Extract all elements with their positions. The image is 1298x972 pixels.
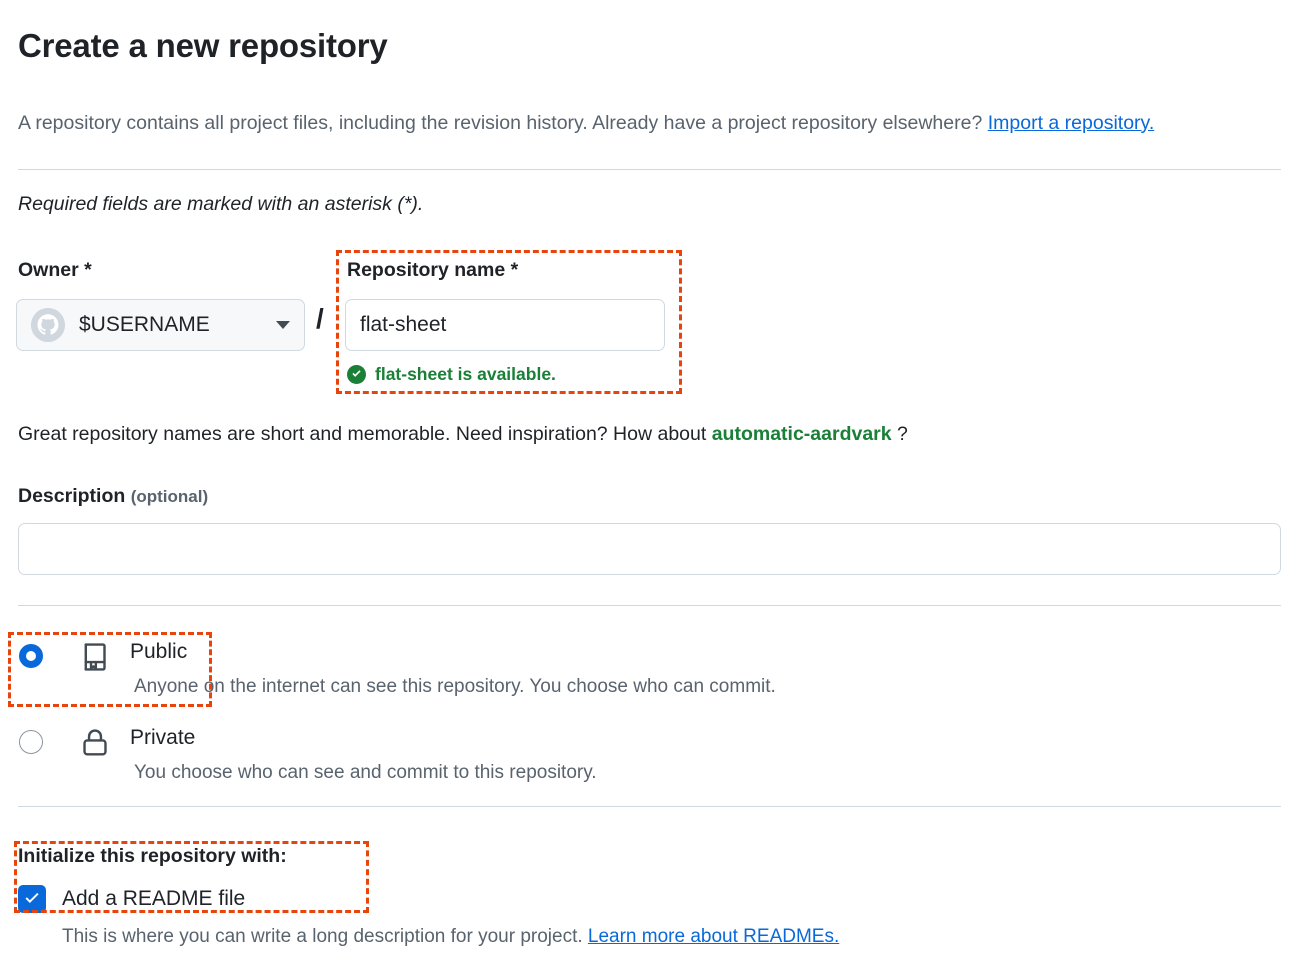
availability-message: flat-sheet is available. — [375, 364, 556, 384]
repository-name-label: Repository name * — [347, 259, 519, 281]
public-description: Anyone on the internet can see this repo… — [134, 676, 776, 697]
owner-value: $USERNAME — [79, 313, 210, 336]
divider-visibility — [18, 605, 1281, 606]
owner-dropdown[interactable]: $USERNAME — [16, 299, 305, 351]
checkbox-add-readme[interactable] — [18, 885, 46, 913]
github-octocat-avatar-icon — [31, 308, 65, 342]
suggested-repository-name[interactable]: automatic-aardvark — [711, 423, 892, 445]
intro-text: A repository contains all project files,… — [18, 111, 988, 134]
add-readme-label: Add a README file — [62, 887, 246, 910]
readme-help-text: This is where you can write a long descr… — [62, 926, 588, 947]
description-input[interactable] — [18, 523, 1281, 575]
description-label-text: Description — [18, 485, 126, 507]
description-optional-tag: (optional) — [130, 487, 209, 506]
private-title: Private — [130, 726, 196, 749]
learn-more-about-readmes-link[interactable]: Learn more about READMEs. — [587, 926, 840, 947]
required-fields-note: Required fields are marked with an aster… — [18, 193, 424, 215]
repository-name-inspiration: Great repository names are short and mem… — [18, 419, 908, 449]
page-title: Create a new repository — [18, 27, 388, 64]
radio-private[interactable] — [19, 730, 43, 754]
divider-initialize — [18, 806, 1281, 807]
check-circle-icon — [347, 365, 366, 384]
chevron-down-icon — [276, 321, 290, 329]
owner-repo-separator: / — [316, 303, 324, 334]
owner-label: Owner * — [18, 259, 92, 281]
add-readme-help: This is where you can write a long descr… — [62, 923, 839, 951]
private-description: You choose who can see and commit to thi… — [134, 762, 597, 783]
divider-top — [18, 169, 1281, 170]
repository-name-input[interactable] — [345, 299, 665, 351]
description-label: Description (optional) — [18, 483, 208, 510]
import-a-repository-link[interactable]: Import a repository. — [987, 111, 1155, 134]
add-readme-row[interactable]: Add a README file — [18, 885, 245, 913]
inspiration-text-before: Great repository names are short and mem… — [18, 423, 712, 445]
book-repo-icon — [78, 640, 112, 674]
repository-availability-status: flat-sheet is available. — [347, 364, 556, 385]
initialize-label: Initialize this repository with: — [18, 845, 287, 867]
radio-public[interactable] — [19, 644, 43, 668]
lock-icon — [78, 726, 112, 760]
page-intro: A repository contains all project files,… — [18, 104, 1218, 142]
public-title: Public — [130, 640, 188, 663]
inspiration-text-after: ? — [891, 423, 908, 445]
